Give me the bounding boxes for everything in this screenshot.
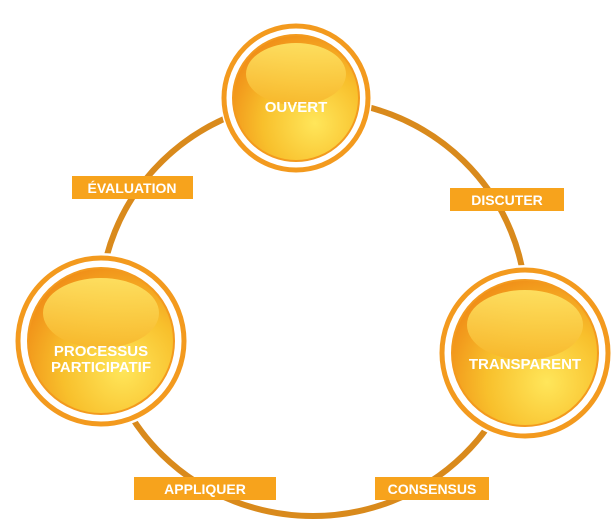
node-ouvert: OUVERT: [220, 22, 372, 174]
tag-evaluation: ÉVALUATION: [72, 176, 193, 199]
tag-discuter-label: DISCUTER: [471, 192, 543, 208]
node-transparent: TRANSPARENT: [437, 265, 613, 441]
tag-appliquer: APPLIQUER: [134, 477, 276, 500]
tag-discuter: DISCUTER: [450, 188, 564, 211]
node-transparent-label: TRANSPARENT: [469, 356, 581, 373]
tag-consensus: CONSENSUS: [375, 477, 489, 500]
tag-appliquer-label: APPLIQUER: [164, 481, 246, 497]
node-left-label-line1: PROCESSUS: [54, 343, 148, 360]
node-left-label-line2: PARTICIPATIF: [51, 359, 151, 376]
tag-evaluation-label: ÉVALUATION: [88, 180, 177, 196]
tag-consensus-label: CONSENSUS: [388, 481, 477, 497]
node-ouvert-label: OUVERT: [265, 99, 328, 116]
node-processus-participatif: PROCESSUS PARTICIPATIF: [13, 253, 189, 429]
